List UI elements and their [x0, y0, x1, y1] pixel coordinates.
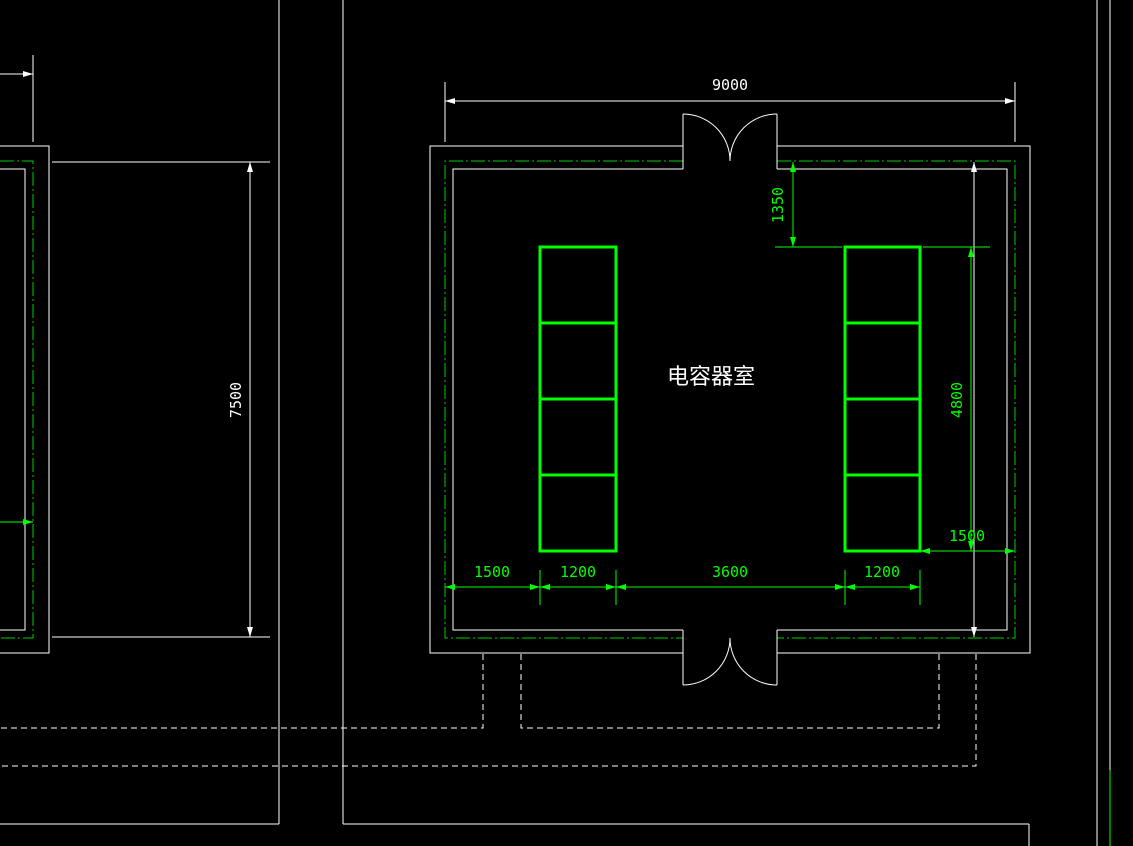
left-room-dimension [0, 55, 270, 638]
dim-left-room-depth: 7500 [227, 382, 245, 418]
cable-trench-dashed [0, 654, 977, 767]
dim-bottom-2: 1200 [560, 563, 596, 581]
dim-bottom-3: 3600 [712, 563, 748, 581]
main-room-walls [429, 145, 1031, 654]
left-room-walls [0, 145, 50, 654]
capacitor-cabinet-left [538, 245, 618, 553]
left-room-centerline [0, 160, 34, 639]
dim-door-clearance: 1350 [769, 187, 787, 223]
dim-bottom-4: 1200 [864, 563, 900, 581]
bottom-double-door [682, 630, 778, 686]
dim-cabinet-length: 4800 [948, 382, 966, 418]
top-double-door [682, 113, 778, 169]
bottom-dimension-chain [445, 570, 921, 605]
door-clearance-dimension [775, 162, 842, 248]
dim-side-clearance: 1500 [949, 527, 985, 545]
capacitor-cabinet-right [843, 245, 922, 553]
dim-bottom-1: 1500 [474, 563, 510, 581]
dim-room-width: 9000 [712, 76, 748, 94]
main-room-centerline [444, 160, 1016, 639]
room-label: 电容器室 [667, 365, 755, 390]
room-width-dimension [444, 82, 1016, 142]
cabinet-length-dimension [923, 246, 990, 551]
